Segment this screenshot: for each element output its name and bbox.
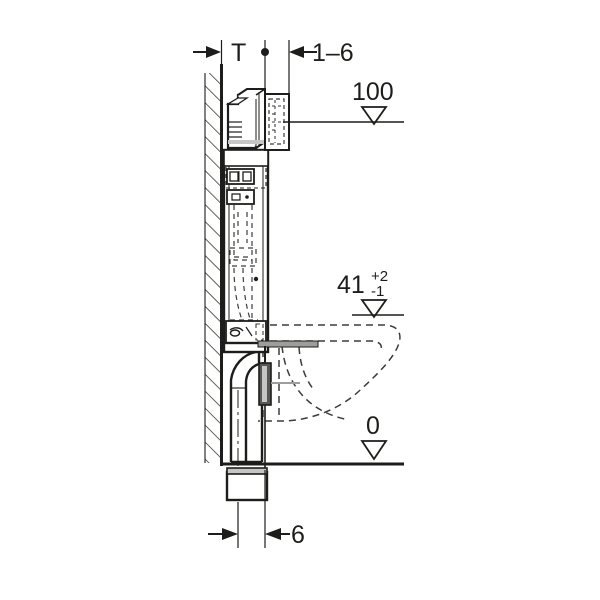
actuator-ribs [228, 121, 242, 138]
cistern-top-cap [223, 149, 269, 167]
level-triangle-icon [360, 106, 388, 126]
center-dot-icon [261, 48, 269, 56]
wall-hatch-fill [205, 73, 222, 463]
actuator-edge-a [255, 88, 266, 96]
flush-actuator-plate [225, 88, 290, 151]
level-marker-100: 100 [352, 78, 394, 126]
level-triangle-icon [360, 299, 388, 319]
hatched-wall [204, 64, 223, 466]
flush-valve-button-a [229, 171, 239, 182]
wall-hung-wc-pan-outline [258, 324, 401, 422]
actuator-shoulder [225, 97, 250, 105]
fill-valve-glyph [231, 193, 241, 201]
level-marker-41: 41 +2 -1 [337, 268, 388, 319]
top-dimension-row: T 1–6 [193, 39, 354, 96]
cistern-pivot-dot [253, 276, 259, 282]
flush-pipe-connector [258, 346, 300, 470]
arrow-right-icon [206, 46, 221, 58]
cistern-internal-hidden-lines [229, 205, 258, 333]
arrow-left-icon [265, 528, 281, 540]
bottom-dimension-row: 6 [208, 470, 305, 549]
bracket-bar-fill [257, 340, 319, 348]
level-marker-0: 0 [360, 412, 388, 461]
outlet-valve-seal [229, 329, 241, 337]
drainage-bend-pipe [229, 350, 264, 464]
connector-highlight [262, 366, 267, 402]
level-tolerance-upper: +2 [371, 268, 388, 285]
socket-collar [226, 467, 268, 475]
top-dim-label-T: T [231, 39, 246, 67]
actuator-housing-internals [272, 100, 281, 143]
fill-valve-dot [245, 195, 249, 199]
level-value-41: 41 [337, 271, 365, 299]
level-tolerance-lower: -1 [371, 283, 384, 300]
level-reference-lines [283, 121, 404, 316]
actuator-grey-band [228, 140, 265, 144]
level-value-100: 100 [352, 78, 394, 106]
support-bracket-bar [257, 340, 319, 348]
level-value-0: 0 [366, 412, 380, 440]
arrow-right-icon [222, 528, 238, 540]
outlet-linkage [245, 326, 253, 337]
level-triangle-icon [360, 440, 388, 461]
bottom-dim-label: 6 [291, 521, 305, 549]
drain-bend-inner-lines [231, 364, 259, 389]
outlet-valve-curve [229, 327, 244, 332]
cistern-inspection-opening [225, 165, 267, 189]
flush-valve-button-b [242, 171, 252, 182]
top-dim-label-range: 1–6 [312, 39, 354, 67]
socket-body [225, 470, 269, 502]
outlet-hidden-box [255, 323, 264, 341]
arrow-left-icon [289, 46, 304, 58]
concealed-cistern-body [222, 148, 270, 354]
drain-pipe-socket [225, 467, 269, 502]
